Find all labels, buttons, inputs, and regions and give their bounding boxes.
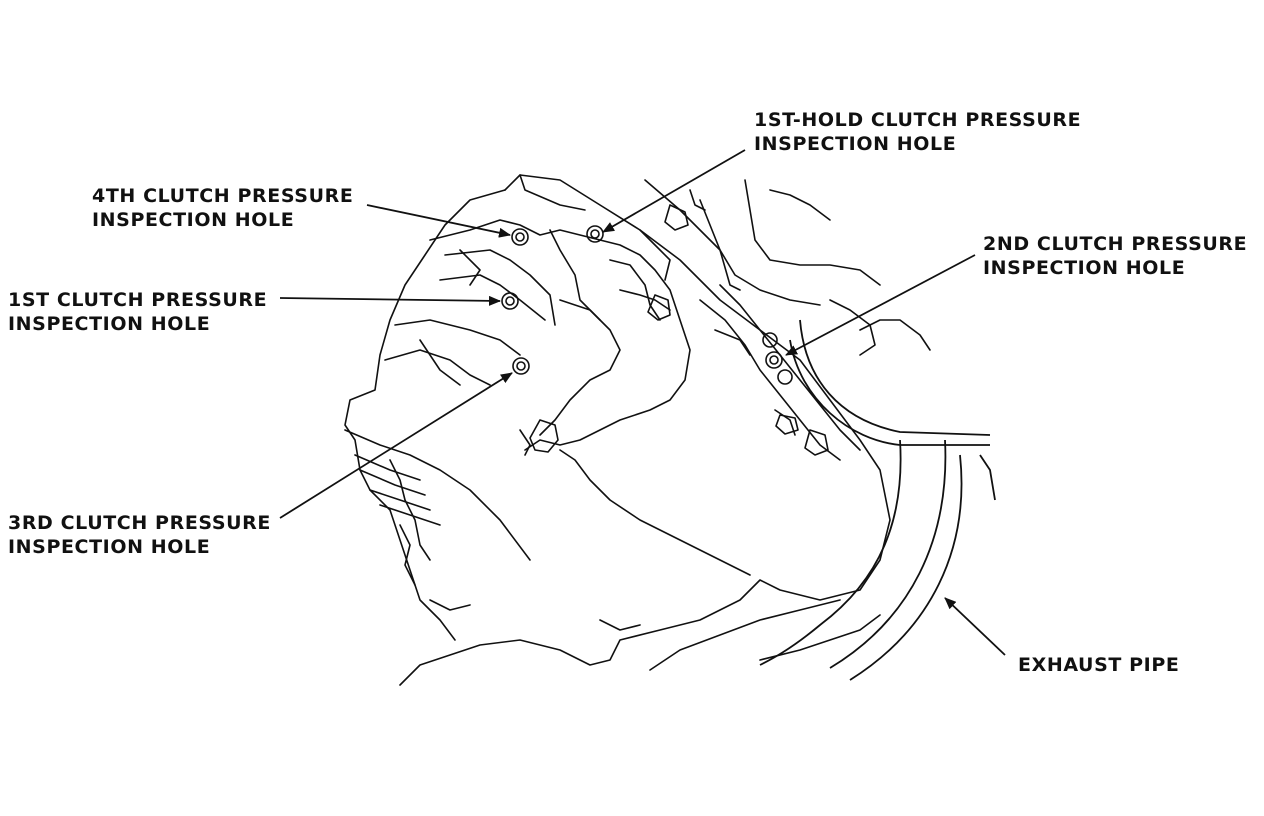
label-4th-clutch-pressure-inspection-hole: 4TH CLUTCH PRESSURE INSPECTION HOLE [92,184,353,232]
label-exhaust-line1: EXHAUST PIPE [1018,654,1180,676]
leader-3rd-clutch [279,372,513,519]
transmission-housing-outline [344,174,931,686]
label-4th-line1: 4TH CLUTCH PRESSURE [92,185,354,207]
label-1st-clutch-pressure-inspection-hole: 1ST CLUTCH PRESSURE INSPECTION HOLE [8,288,267,336]
label-3rd-line1: 3RD CLUTCH PRESSURE [8,512,271,534]
leader-1st-hold-clutch [602,149,746,233]
label-1st-line1: 1ST CLUTCH PRESSURE [8,289,268,311]
label-2nd-clutch-pressure-inspection-hole: 2ND CLUTCH PRESSURE INSPECTION HOLE [983,232,1247,280]
label-2nd-line1: 2ND CLUTCH PRESSURE [983,233,1248,255]
leader-exhaust-pipe [944,597,1006,656]
leader-1st-clutch [279,295,501,306]
label-3rd-clutch-pressure-inspection-hole: 3RD CLUTCH PRESSURE INSPECTION HOLE [8,511,271,559]
label-1st-hold-line1: 1ST-HOLD CLUTCH PRESSURE [754,109,1082,131]
callout-leader-lines [279,149,1006,656]
label-4th-line2: INSPECTION HOLE [92,209,295,231]
label-3rd-line2: INSPECTION HOLE [8,536,211,558]
label-exhaust-pipe: EXHAUST PIPE [1018,653,1179,677]
leader-4th-clutch [366,204,511,238]
label-1st-hold-clutch-pressure-inspection-hole: 1ST-HOLD CLUTCH PRESSURE INSPECTION HOLE [754,108,1081,156]
label-2nd-line2: INSPECTION HOLE [983,257,1186,279]
label-1st-line2: INSPECTION HOLE [8,313,211,335]
leader-2nd-clutch [785,254,976,356]
label-1st-hold-line2: INSPECTION HOLE [754,133,957,155]
exhaust-pipe-shape [759,319,996,681]
